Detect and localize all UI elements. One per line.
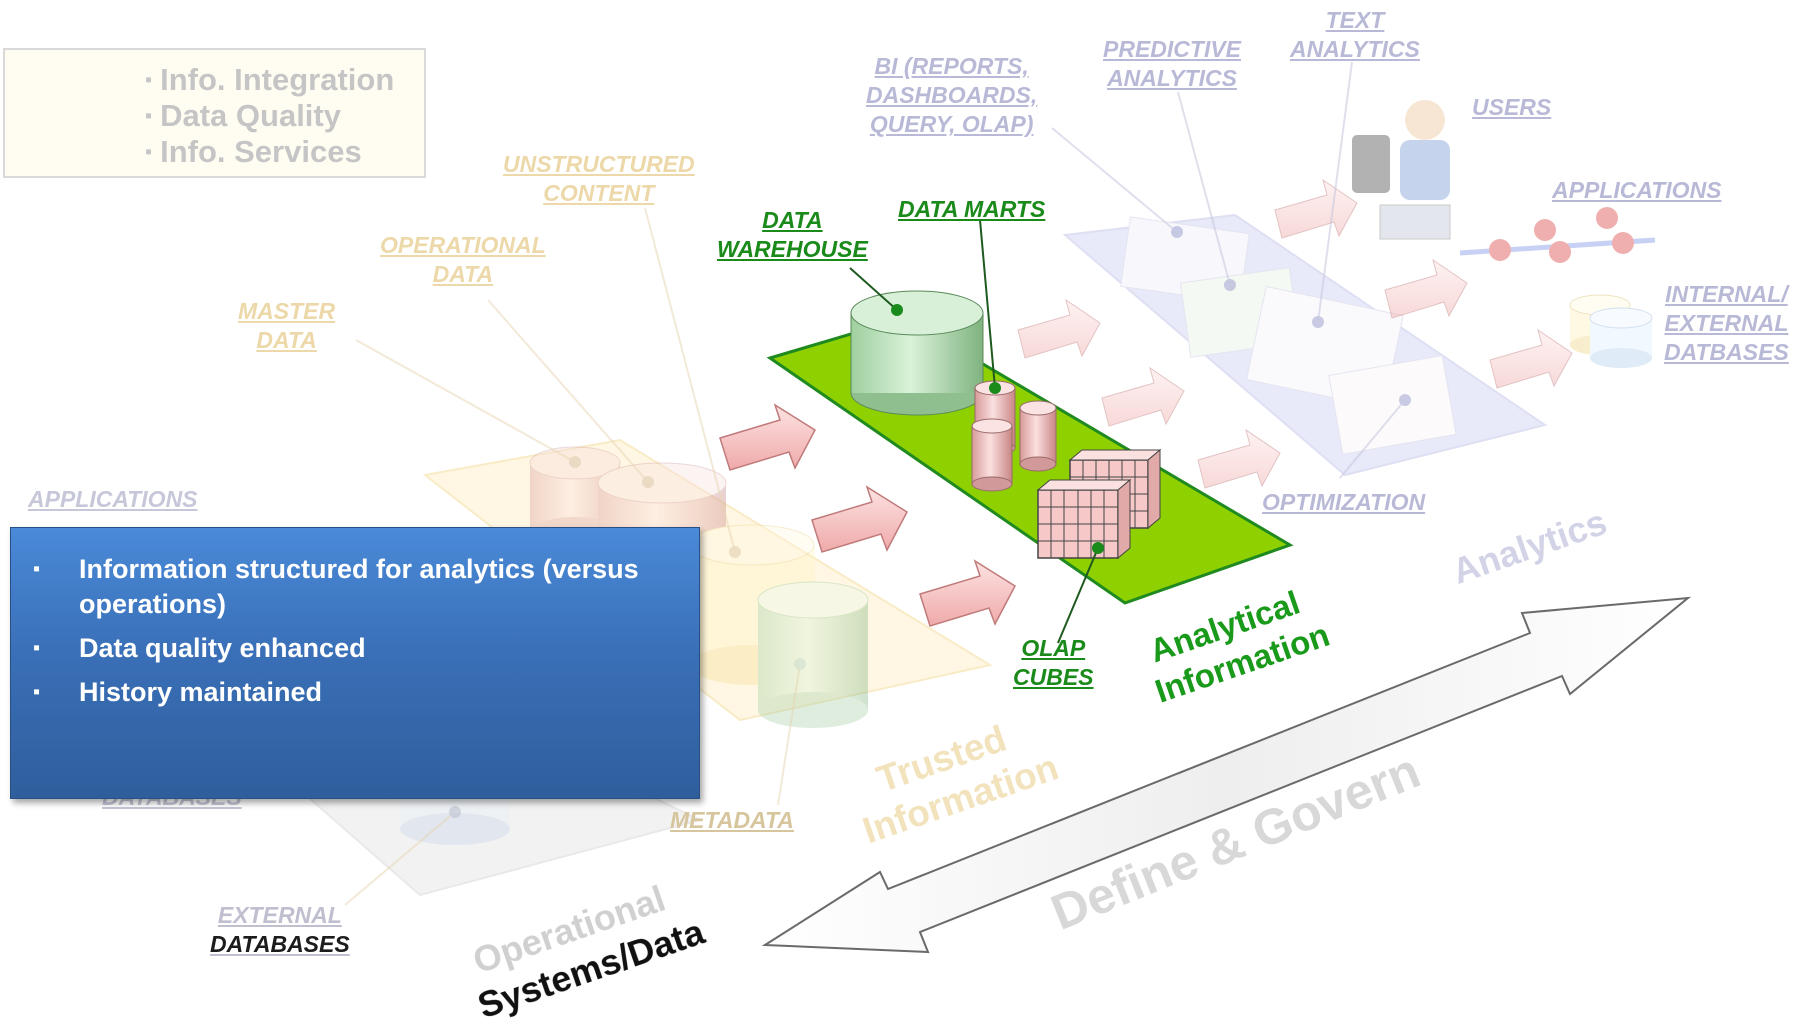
analytics-plane <box>1062 213 1548 477</box>
label-data-warehouse: DATA WAREHOUSE <box>717 207 868 262</box>
legend-item-quality: Data Quality <box>145 98 394 134</box>
data-mart-cylinders <box>971 380 1057 492</box>
olap-cubes <box>1036 448 1162 560</box>
users-icon <box>1352 100 1451 240</box>
label-data-marts: DATA MARTS <box>898 196 1046 222</box>
faded-leader-lines-left <box>344 207 806 906</box>
label-optimization: OPTIMIZATION <box>1262 489 1426 515</box>
label-predictive-analytics: PREDICTIVE ANALYTICS <box>1103 36 1242 91</box>
info-bullet-structured: Information structured for analytics (ve… <box>11 552 639 622</box>
flow-arrows-to-warehouse <box>719 403 1016 627</box>
flow-arrows-to-analytics <box>1017 178 1573 489</box>
label-unstructured-content: UNSTRUCTURED CONTENT <box>503 151 695 206</box>
data-warehouse-cylinder <box>850 290 984 416</box>
label-text-analytics: TEXT ANALYTICS <box>1290 7 1420 62</box>
info-bullet-history: History maintained <box>11 675 639 710</box>
internal-external-db-icon <box>1569 294 1653 368</box>
label-master-data: MASTER DATA <box>238 298 336 353</box>
faded-leader-lines <box>1051 61 1411 479</box>
label-internal-external: INTERNAL/ EXTERNAL DATBASES <box>1664 281 1789 365</box>
label-applications-left: APPLICATIONS <box>28 486 198 512</box>
define-govern-arrow <box>761 596 1692 954</box>
applications-icon <box>1459 207 1656 263</box>
legend-box: Info. Integration Data Quality Info. Ser… <box>3 48 426 178</box>
label-metadata: METADATA <box>670 807 794 833</box>
label-external-databases: EXTERNAL DATABASES <box>210 902 350 957</box>
label-olap-cubes: OLAP CUBES <box>1013 635 1094 690</box>
label-bi: BI (REPORTS, DASHBOARDS, QUERY, OLAP) <box>866 53 1038 137</box>
legend-item-integration: Info. Integration <box>145 62 394 98</box>
info-panel: Information structured for analytics (ve… <box>10 527 700 799</box>
label-applications-top: APPLICATIONS <box>1552 177 1722 203</box>
label-operational-data: OPERATIONAL DATA <box>380 232 546 287</box>
info-panel-bullets: Information structured for analytics (ve… <box>11 528 699 710</box>
leader-lines <box>849 219 1104 644</box>
info-bullet-quality: Data quality enhanced <box>11 631 639 666</box>
label-users: USERS <box>1472 94 1552 120</box>
legend-list: Info. Integration Data Quality Info. Ser… <box>145 62 394 170</box>
legend-item-services: Info. Services <box>145 134 394 170</box>
